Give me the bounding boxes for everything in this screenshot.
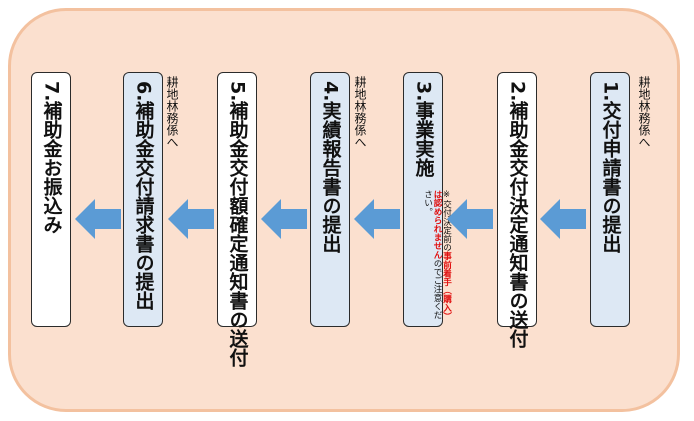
step-4-note: 耕地林務係へ: [353, 76, 367, 148]
caution-suffix: のでご注意ください。: [422, 190, 443, 320]
arrow-left-icon: [447, 199, 493, 239]
caution-warning: 事前着手（購入）は認められません: [432, 190, 452, 321]
step-1-label: 交付申請書の提出: [599, 101, 622, 254]
step-4-number: 4.: [319, 81, 342, 102]
step-5-box: 5. 補助金交付額確定通知書の送付: [217, 72, 257, 367]
step-5-label: 補助金交付額確定通知書の送付: [226, 101, 249, 368]
step-4-box: 4. 実績報告書の提出: [310, 72, 350, 327]
step-4-label: 実績報告書の提出: [319, 101, 342, 254]
step-3-box: 3. 事業実施: [403, 72, 443, 327]
step-3-label: 事業実施: [412, 101, 435, 178]
arrow-left-icon: [540, 199, 586, 239]
step-2-label: 補助金交付決定通知書の送付: [506, 101, 529, 349]
step-6-box: 6. 補助金交付請求書の提出: [123, 72, 163, 327]
step-3-number: 3.: [412, 81, 435, 102]
step-2-box: 2. 補助金交付決定通知書の送付: [497, 72, 537, 348]
step-1-box: 1. 交付申請書の提出: [590, 72, 630, 327]
arrow-left-icon: [75, 199, 121, 239]
step-1-number: 1.: [599, 81, 622, 102]
arrow-left-icon: [354, 199, 400, 239]
arrow-left-icon: [261, 199, 307, 239]
caution-prefix: ※交付決定前の: [441, 190, 452, 252]
step-6-note: 耕地林務係へ: [165, 76, 179, 148]
step-6-label: 補助金交付請求書の提出: [132, 101, 155, 311]
step-7-box: 7. 補助金お振込み: [31, 72, 71, 327]
step-2-number: 2.: [506, 81, 529, 102]
step-6-number: 6.: [132, 81, 155, 102]
arrow-left-icon: [168, 199, 214, 239]
step-7-number: 7.: [40, 81, 63, 102]
step-5-number: 5.: [226, 81, 249, 102]
step-1-note: 耕地林務係へ: [637, 76, 651, 148]
step-7-label: 補助金お振込み: [40, 101, 63, 235]
step-3-caution: ※交付決定前の事前着手（購入）は認められませんのでご注意ください。: [422, 190, 452, 322]
